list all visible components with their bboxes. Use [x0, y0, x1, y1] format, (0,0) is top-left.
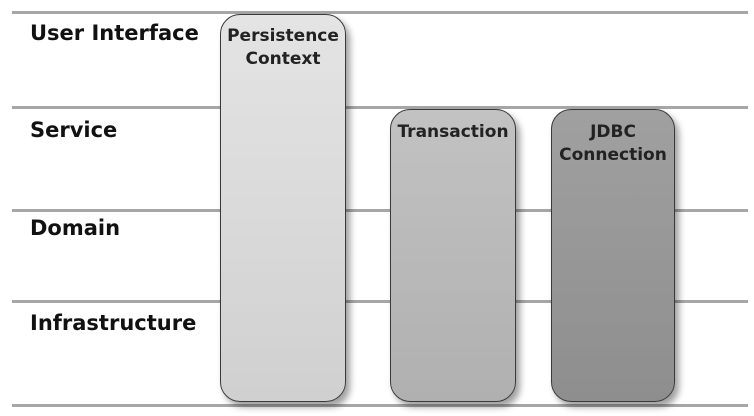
- persistence-context-scope: Persistence Context: [220, 14, 346, 402]
- jdbc-connection-scope: JDBC Connection: [551, 109, 675, 402]
- layer-divider-domain: [12, 209, 748, 212]
- layer-divider-infrastructure: [12, 300, 748, 303]
- persistence-context-label: Persistence Context: [227, 26, 339, 69]
- transaction-label: Transaction: [397, 122, 509, 142]
- transaction-scope: Transaction: [390, 109, 516, 402]
- layer-divider-service: [12, 106, 748, 109]
- jdbc-connection-label: JDBC Connection: [559, 122, 667, 165]
- layer-label-domain: Domain: [30, 216, 121, 240]
- layer-divider-top: [12, 11, 748, 14]
- layer-label-infrastructure: Infrastructure: [30, 311, 197, 335]
- layer-label-user-interface: User Interface: [30, 21, 199, 45]
- layer-divider-bottom: [12, 404, 748, 407]
- layer-label-service: Service: [30, 118, 118, 142]
